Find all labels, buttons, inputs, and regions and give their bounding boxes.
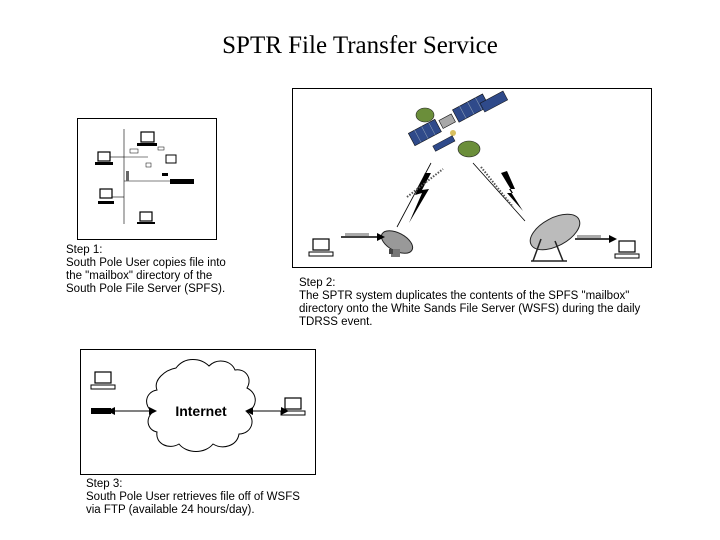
step3-diagram-panel: Internet xyxy=(80,349,316,475)
wsfs-computer-icon xyxy=(280,397,306,416)
step3-caption: Step 3: South Pole User retrieves file o… xyxy=(86,478,300,516)
satellite-icon xyxy=(407,90,509,158)
wsfs-computer-icon xyxy=(614,240,640,259)
computer-icon xyxy=(98,188,114,204)
computer-icon xyxy=(95,151,113,165)
spfs-server-icon xyxy=(162,173,194,184)
step2-caption: Step 2: The SPTR system duplicates the c… xyxy=(299,277,641,328)
internet-label: Internet xyxy=(175,403,227,419)
satellite-dish-icon xyxy=(529,213,581,262)
computer-icon xyxy=(137,211,155,224)
south-pole-lan-diagram xyxy=(95,129,194,224)
step1-caption: Step 1: South Pole User copies file into… xyxy=(66,244,226,295)
radio-link-icon xyxy=(409,173,431,223)
computer-icon xyxy=(137,131,157,146)
satellite-dish-icon xyxy=(380,230,414,257)
radio-link-icon xyxy=(501,171,523,211)
internet-ftp-diagram: Internet xyxy=(90,359,306,452)
computer-icon xyxy=(165,154,177,164)
tdrss-link-diagram xyxy=(308,90,640,262)
user-computer-icon xyxy=(90,371,116,390)
spfs-computer-icon xyxy=(308,238,334,257)
spfs-server-icon xyxy=(91,408,111,414)
step1-diagram-panel xyxy=(77,118,217,240)
page-title: SPTR File Transfer Service xyxy=(222,32,498,59)
step2-diagram-panel xyxy=(292,88,652,268)
